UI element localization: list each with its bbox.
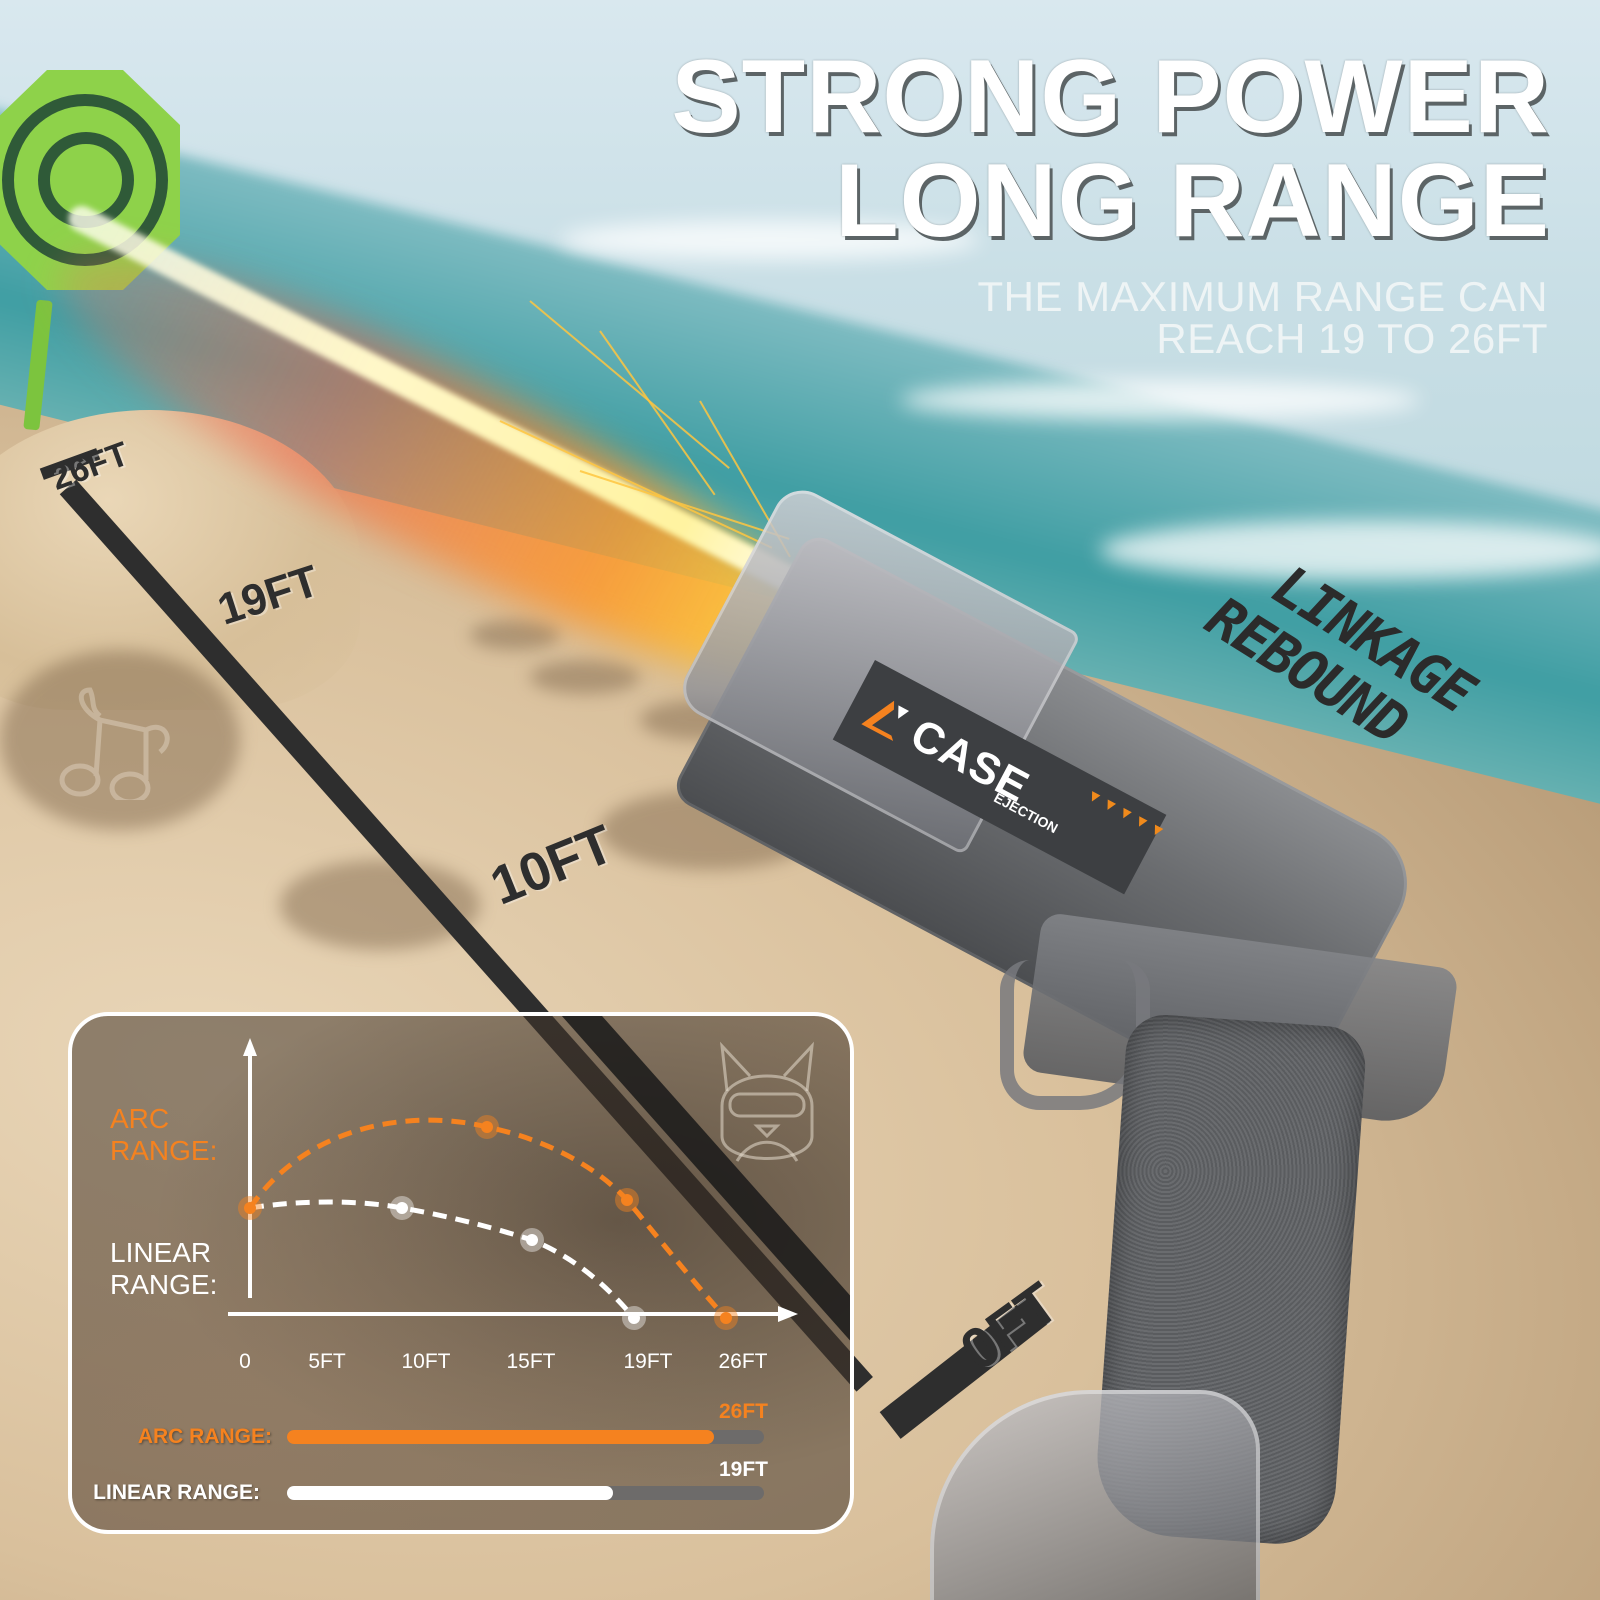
subheadline-line-2: REACH 19 TO 26FT (1156, 315, 1548, 362)
case-ejection-logo: CASE EJECTION ▼▼▼▼▼ (832, 660, 1170, 895)
footprint (0, 650, 240, 830)
linear-range-bar-fill (287, 1486, 613, 1500)
x-tick-0: 0 (239, 1350, 251, 1373)
bulldog-watermark-icon (720, 1041, 814, 1162)
linear-range-legend: LINEAR RANGE: (110, 1237, 217, 1301)
gun-magazine (930, 1390, 1260, 1600)
wave-foam (560, 220, 980, 260)
linear-range-bar-track (287, 1486, 764, 1500)
arc-label-line-2: RANGE: (110, 1135, 218, 1166)
footprint (530, 660, 640, 694)
arc-range-value: 26FT (718, 1400, 768, 1423)
headline-line-2: LONG RANGE (835, 143, 1550, 259)
x-tick-19ft: 19FT (623, 1350, 673, 1373)
headline: STRONG POWER LONG RANGE (671, 45, 1550, 253)
arc-range-bar-fill (287, 1430, 714, 1444)
arc-range-bar-track (287, 1430, 764, 1444)
subheadline-line-1: THE MAXIMUM RANGE CAN (977, 273, 1548, 320)
arc-range-bar-label: ARC RANGE: (137, 1425, 272, 1448)
footprint (470, 620, 560, 650)
wave-foam (1100, 520, 1600, 580)
x-tick-10ft: 10FT (401, 1350, 451, 1373)
water-gun-product: CASE EJECTION ▼▼▼▼▼ (669, 460, 1500, 1600)
linear-label-line-1: LINEAR (110, 1237, 212, 1268)
arc-label-line-1: ARC (110, 1103, 170, 1134)
subheadline: THE MAXIMUM RANGE CAN REACH 19 TO 26FT (977, 276, 1548, 360)
linear-label-line-2: RANGE: (110, 1269, 218, 1300)
linear-range-value: 19FT (718, 1458, 768, 1481)
headline-line-1: STRONG POWER (671, 39, 1550, 155)
logo-triangle-icon (861, 700, 910, 741)
x-tick-5ft: 5FT (308, 1350, 346, 1373)
linear-range-bar-label: LINEAR RANGE: (93, 1481, 260, 1504)
x-tick-15ft: 15FT (506, 1350, 556, 1373)
wave-foam (900, 380, 1420, 420)
music-note-watermark-icon (59, 687, 170, 800)
x-tick-26ft: 26FT (718, 1350, 768, 1373)
logo-sub-text: EJECTION (991, 789, 1061, 837)
arc-range-legend: ARC RANGE: (110, 1103, 217, 1167)
